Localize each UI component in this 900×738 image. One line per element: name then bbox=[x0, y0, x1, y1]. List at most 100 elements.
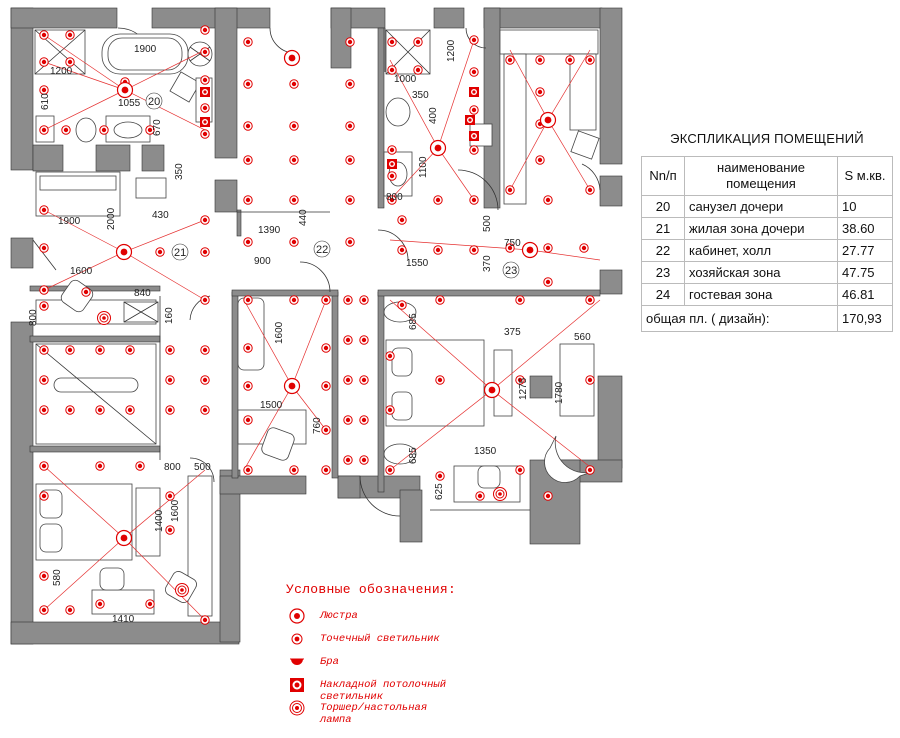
spotlight-icon bbox=[289, 79, 299, 89]
ceiling-light-icon bbox=[200, 117, 210, 127]
spotlight-icon bbox=[475, 491, 485, 501]
chandelier-icon bbox=[521, 241, 539, 259]
row-name: гостевая зона bbox=[684, 283, 838, 306]
dimension-label: 685 bbox=[408, 447, 419, 464]
spotlight-icon bbox=[39, 30, 49, 40]
spotlight-icon bbox=[39, 461, 49, 471]
wire bbox=[389, 239, 601, 261]
spotlight-icon bbox=[413, 65, 423, 75]
dimensions: 1900 1200 1055 610 670 350 1900 2000 430… bbox=[28, 39, 591, 625]
spotlight-icon bbox=[65, 405, 75, 415]
wall bbox=[32, 144, 64, 172]
spotlight-icon bbox=[535, 55, 545, 65]
spotlight-icon bbox=[345, 79, 355, 89]
spotlight-icon bbox=[243, 381, 253, 391]
wall bbox=[141, 144, 165, 172]
legend-item: Торшер/настольная лампа bbox=[286, 699, 456, 726]
spotlight-icon bbox=[99, 125, 109, 135]
spotlight-icon bbox=[243, 237, 253, 247]
spotlight-icon bbox=[145, 125, 155, 135]
wall bbox=[599, 175, 623, 207]
table-row: 21 жилая зона дочери 38.60 bbox=[641, 217, 893, 240]
spotlight-icon bbox=[39, 57, 49, 67]
row-area: 27.77 bbox=[837, 239, 893, 262]
nightstand bbox=[383, 443, 417, 465]
spotlight-icon bbox=[579, 243, 589, 253]
spotlight-icon bbox=[289, 195, 299, 205]
wall bbox=[10, 7, 34, 171]
wall bbox=[29, 285, 161, 292]
row-num: 22 bbox=[641, 239, 685, 262]
spotlight-icon bbox=[289, 121, 299, 131]
chandelier-icon bbox=[115, 529, 133, 547]
chair bbox=[261, 427, 295, 461]
dimension-label: 1200 bbox=[50, 66, 73, 77]
spotlight-icon bbox=[543, 243, 553, 253]
dimension-label: 1410 bbox=[112, 614, 135, 625]
room-number-23: 23 bbox=[505, 265, 517, 277]
row-area: 10 bbox=[837, 195, 893, 218]
pillow bbox=[391, 347, 413, 377]
dimension-label: 440 bbox=[298, 209, 309, 226]
spotlight-icon bbox=[289, 295, 299, 305]
chair bbox=[99, 567, 125, 591]
total-label: общая пл. ( дизайн): bbox=[641, 305, 838, 332]
dimension-label: 840 bbox=[134, 288, 151, 299]
dimension-label: 685 bbox=[408, 313, 419, 330]
ceiling-light-icon bbox=[469, 87, 479, 97]
legend: Условные обозначения: Люстра Точечный св… bbox=[286, 582, 456, 726]
row-num: 20 bbox=[641, 195, 685, 218]
row-num: 24 bbox=[641, 283, 685, 306]
spotlight-icon bbox=[39, 375, 49, 385]
floor-lamp-icon bbox=[175, 583, 189, 597]
chandelier-icon bbox=[539, 111, 557, 129]
spotlight-icon bbox=[345, 237, 355, 247]
towel-rail bbox=[195, 77, 213, 123]
spotlight-icon bbox=[387, 37, 397, 47]
dimension-label: 1100 bbox=[418, 156, 429, 178]
pillow bbox=[39, 523, 63, 553]
spotlights bbox=[39, 25, 595, 625]
dimension-label: 900 bbox=[254, 256, 271, 267]
spotlight-icon bbox=[243, 465, 253, 475]
spotlight-icon bbox=[435, 471, 445, 481]
dimension-label: 1275 bbox=[518, 377, 529, 400]
wall bbox=[236, 209, 242, 237]
spotlight-icon bbox=[505, 185, 515, 195]
spotlight-icon bbox=[433, 245, 443, 255]
legend-label: Люстра bbox=[320, 610, 358, 622]
door-arc bbox=[377, 229, 409, 261]
row-name: хозяйская зона bbox=[684, 261, 838, 284]
spotlight-icon bbox=[135, 461, 145, 471]
dimension-label: 1780 bbox=[554, 381, 565, 404]
spotlight-icon bbox=[359, 375, 369, 385]
spotlight-icon bbox=[343, 415, 353, 425]
spotlight-icon bbox=[243, 295, 253, 305]
spotlight-icon bbox=[505, 55, 515, 65]
spotlight-icon bbox=[81, 287, 91, 297]
dimension-label: 1200 bbox=[446, 39, 457, 62]
legend-item: Люстра bbox=[286, 607, 456, 630]
toilet bbox=[385, 97, 411, 127]
spotlight-icon bbox=[469, 245, 479, 255]
spotlight-icon bbox=[585, 55, 595, 65]
door-arc bbox=[359, 475, 401, 517]
explication-title: ЭКСПЛИКАЦИЯ ПОМЕЩЕНИЙ bbox=[670, 131, 864, 146]
spotlight-icon bbox=[535, 87, 545, 97]
dimension-label: 1000 bbox=[394, 74, 417, 85]
wall bbox=[231, 289, 339, 297]
dimension-label: 160 bbox=[164, 307, 175, 324]
dresser bbox=[135, 487, 161, 557]
sofa-back bbox=[39, 175, 117, 191]
spotlight-icon bbox=[413, 37, 423, 47]
dimension-label: 430 bbox=[152, 210, 169, 221]
spotlight-icon bbox=[243, 155, 253, 165]
spotlight-icon bbox=[343, 335, 353, 345]
wall bbox=[214, 179, 238, 213]
spotlight-icon bbox=[200, 615, 210, 625]
header-area: S м.кв. bbox=[837, 156, 893, 196]
table-row: 23 хозяйская зона 47.75 bbox=[641, 261, 893, 284]
closet-rail bbox=[569, 53, 597, 131]
side-table bbox=[135, 177, 167, 199]
dimension-label: 625 bbox=[434, 483, 445, 500]
